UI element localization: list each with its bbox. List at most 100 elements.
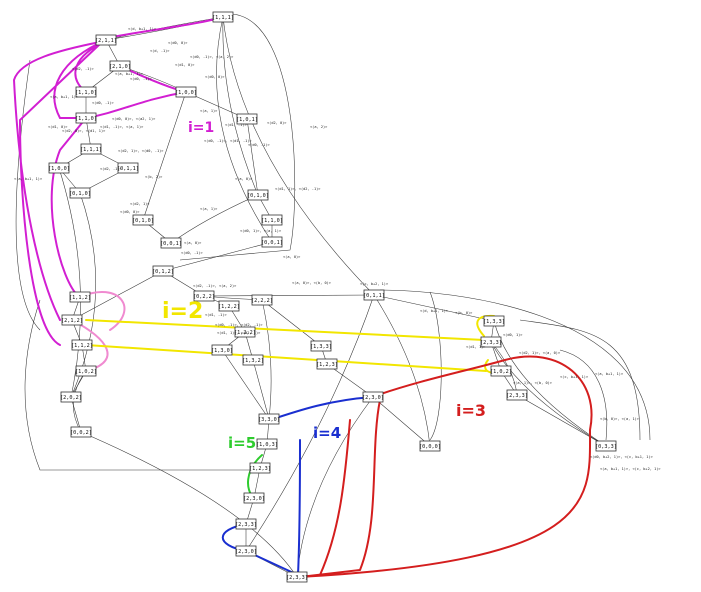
red-highlight-path: [299, 355, 593, 578]
graph-node: [1,0,3]: [256, 438, 278, 450]
node-label: [1,1,0]: [261, 218, 283, 224]
node-box: [212, 11, 234, 23]
edge-label: <(d0, -1)>, <(d2, -1)>: [215, 323, 263, 327]
node-label: [1,0,0]: [175, 90, 197, 96]
graph-edge: [246, 118, 259, 196]
graph-node: [1,1,2]: [69, 291, 91, 303]
graph-edge: [80, 431, 298, 578]
graph-node: [0,0,1]: [160, 237, 182, 249]
node-label: [1,1,0]: [75, 116, 97, 122]
node-box: [61, 314, 83, 326]
graph-node: [2,3,3]: [480, 336, 502, 348]
node-box: [175, 86, 197, 98]
node-label: [0,0,0]: [419, 444, 441, 450]
edge-label: <(c, b+2, 1)>: [360, 282, 389, 286]
edge-label: <(d0, b+2, 1)>, <(c, b+1, 1)>: [590, 455, 654, 459]
edge-label: <(d1, 0)>: [175, 63, 195, 67]
graph-edge: [216, 16, 273, 243]
edge-label: <(d0, -1)>, <(a, 2)>: [190, 55, 234, 59]
graph-node: [2,3,0]: [362, 391, 384, 403]
edge-label: <(a, 0)>: [184, 241, 202, 245]
node-box: [249, 462, 271, 474]
graph-edges: [15, 13, 651, 578]
node-box: [211, 344, 233, 356]
edge-label: <(d0, 0)>, <(a2, 1)>: [112, 117, 156, 121]
graph-edge: [222, 16, 259, 196]
edge-label: <(d, b+1, 1)>: [128, 27, 157, 31]
node-label: [0,0,1]: [160, 241, 182, 247]
graph-edge: [252, 359, 270, 420]
node-box: [595, 440, 617, 452]
node-label: [2,3,0]: [235, 549, 257, 555]
iteration-annotations: i=1i=2i=3i=4i=5: [162, 120, 486, 452]
node-box: [286, 571, 308, 583]
graph-edge: [203, 294, 375, 297]
node-box: [363, 289, 385, 301]
node-label: [1,3,0]: [211, 348, 233, 354]
graph-edge: [261, 299, 272, 420]
graph-node: [1,1,0]: [261, 214, 283, 226]
node-label: [0,1,2]: [152, 269, 174, 275]
node-label: [1,0,0]: [48, 166, 70, 172]
edge-label: <(d1, 1)>, <(d2, -1)>: [275, 187, 321, 191]
node-box: [152, 265, 174, 277]
edge-label: <(d0, -1)>: [248, 143, 270, 147]
edge-label: <(d1, -1)>: [225, 123, 247, 127]
node-label: [2,3,3]: [235, 522, 257, 528]
node-box: [506, 389, 528, 401]
graph-node: [1,3,2]: [242, 354, 264, 366]
node-label: [2,3,3]: [286, 575, 308, 581]
node-label: [2,0,2]: [60, 395, 82, 401]
node-label: [1,1,2]: [69, 295, 91, 301]
node-box: [242, 354, 264, 366]
node-label: [1,0,1]: [236, 117, 258, 123]
node-label: [2,2,2]: [251, 298, 273, 304]
graph-edge: [519, 319, 641, 441]
edge-label: <(d0, -1)>: [181, 251, 203, 255]
edge-label: <(d0, -1)>: [130, 77, 152, 81]
edge-label: <(d1, 1)>, <(d2, 1)>: [217, 331, 261, 335]
graph-edge: [373, 294, 431, 447]
node-label: [0,1,1]: [363, 293, 385, 299]
graph-node: [1,3,3]: [310, 340, 332, 352]
node-box: [80, 143, 102, 155]
node-box: [117, 162, 139, 174]
edge-label: <(d0, 1)>, <(a, 1)>: [240, 229, 282, 233]
edge-label: <(a, 0)>: [235, 177, 253, 181]
edge-label: <(d, -1)>: [150, 49, 170, 53]
graph-node: [1,0,2]: [75, 365, 97, 377]
graph-edge: [296, 396, 374, 578]
node-label: [1,0,3]: [256, 442, 278, 448]
graph-node: [2,3,3]: [286, 571, 308, 583]
edge-label: <(d0, -1)>, <(d1, -1)>: [204, 139, 252, 143]
graph-node: [1,0,2]: [490, 365, 512, 377]
edge-labels: <(d, b+1, 1)><(d0, 0)><(d, -1)><(d0, -1)…: [14, 27, 661, 471]
pink-highlight-path: [71, 291, 126, 371]
graph-node: [2,3,0]: [243, 492, 265, 504]
node-label: [1,1,1]: [212, 15, 234, 21]
node-box: [95, 34, 117, 46]
edge-label: <(d2, -1)>: [100, 167, 122, 171]
node-box: [132, 214, 154, 226]
iteration-label-2: i=2: [162, 299, 203, 324]
edge-label: <(d1, -1)>, <(a, 1)>: [100, 125, 144, 129]
node-box: [480, 336, 502, 348]
graph-node: [1,1,1]: [80, 143, 102, 155]
node-label: [1,3,3]: [310, 344, 332, 350]
edge-label: <(b, 0)>, <(a, 1)>: [600, 417, 640, 421]
node-box: [256, 438, 278, 450]
edge-label: <(d2, 1)>: [130, 202, 150, 206]
node-box: [236, 113, 258, 125]
graph-node: [1,1,1]: [212, 11, 234, 23]
yellow-highlight-path: [85, 314, 501, 374]
graph-node: [1,1,0]: [75, 86, 97, 98]
graph-node: [2,3,3]: [235, 518, 257, 530]
graph-node: [1,0,0]: [175, 86, 197, 98]
graph-edge: [221, 349, 270, 420]
edge-label: <(a, b+1, 1)>: [595, 372, 624, 376]
node-box: [75, 86, 97, 98]
node-label: [2,3,3]: [506, 393, 528, 399]
node-label: [1,1,2]: [71, 343, 93, 349]
graph-node: [0,0,1]: [261, 236, 283, 248]
edge-label: <(a, b+1, 1)>: [115, 72, 144, 76]
